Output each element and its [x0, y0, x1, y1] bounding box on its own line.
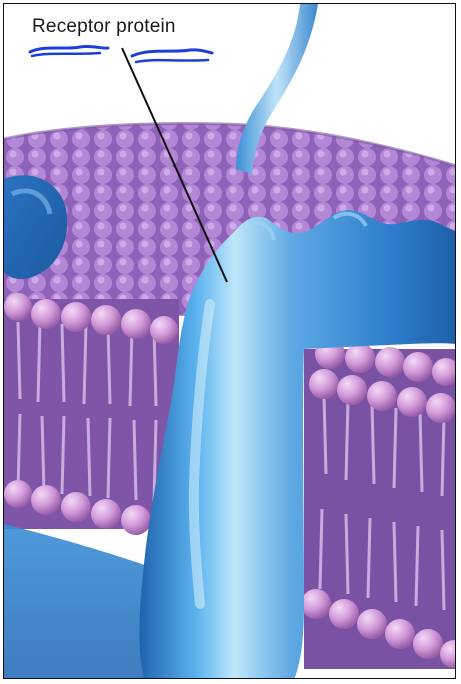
diagram-frame: Receptor protein	[3, 3, 456, 679]
label-underline-mark	[132, 50, 212, 56]
right-bilayer-section	[301, 339, 456, 669]
receptor-protein-label: Receptor protein	[32, 16, 176, 38]
left-bilayer-section	[4, 293, 179, 535]
membrane-illustration	[4, 4, 456, 679]
label-underline-mark	[30, 46, 108, 52]
